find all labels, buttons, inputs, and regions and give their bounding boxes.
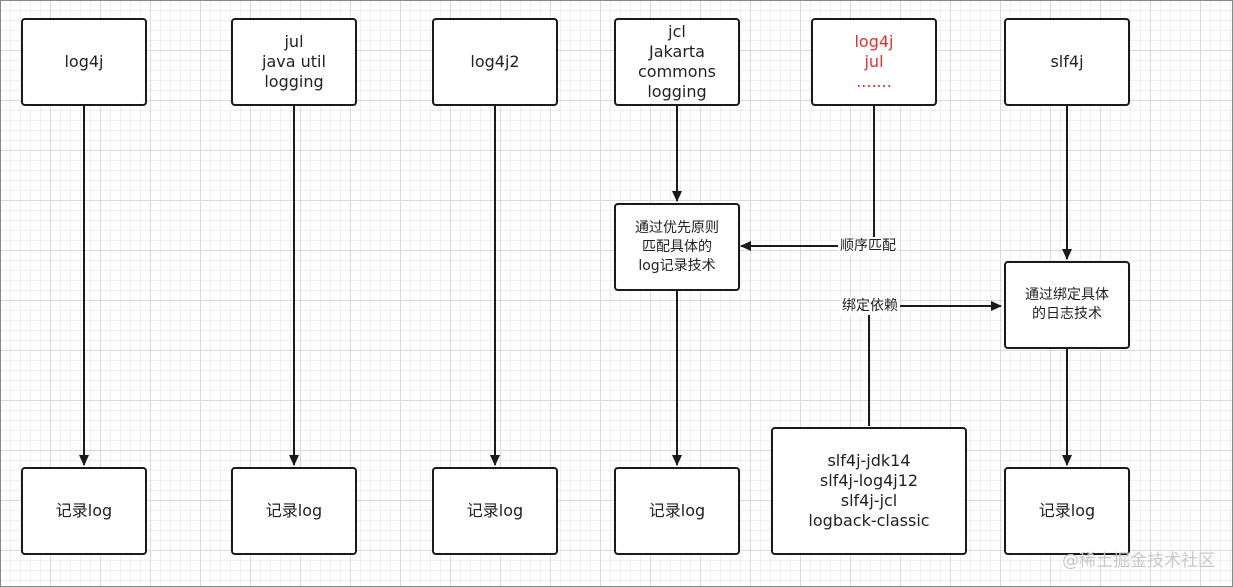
jul-box: jul java util logging: [231, 18, 357, 106]
jcl-priority-match-box: 通过优先原则 匹配具体的 log记录技术: [614, 203, 740, 291]
binding-dependency-label: 绑定依赖: [840, 297, 900, 315]
jcl-label-line3: commons: [637, 62, 717, 81]
jul-label-line1: jul: [284, 32, 304, 51]
jcl-label-line2: Jakarta: [649, 42, 705, 61]
slf4j-binding-libs-box: slf4j-jdk14 slf4j-log4j12 slf4j-jcl logb…: [771, 427, 967, 555]
record-log-box-jul: 记录log: [231, 467, 357, 555]
binding-lib-jdk14: slf4j-jdk14: [827, 451, 911, 470]
binding-lib-log4j12: slf4j-log4j12: [819, 471, 919, 490]
slf4j-box: slf4j: [1004, 18, 1130, 106]
jcl-match-line2: 匹配具体的: [642, 238, 712, 255]
log4j-label: log4j: [64, 52, 104, 71]
jcl-match-line1: 通过优先原则: [635, 219, 719, 236]
slf4j-label: slf4j: [1050, 52, 1084, 71]
log4j2-box: log4j2: [432, 18, 558, 106]
jul-label-line3: logging: [264, 72, 324, 91]
jcl-label-line1: jcl: [668, 22, 686, 41]
jcl-box: jcl Jakarta commons logging: [614, 18, 740, 106]
edge-order-match: [740, 106, 875, 251]
log4j-jul-etc-line2: jul: [864, 52, 884, 71]
record-log-label: 记录log: [466, 501, 524, 520]
jcl-label-line4: logging: [647, 82, 707, 101]
log4j-jul-etc-line3: .......: [856, 72, 892, 91]
record-log-box-slf4j: 记录log: [1004, 467, 1130, 555]
jul-label-line2: java util: [262, 52, 326, 71]
order-match-label: 顺序匹配: [838, 237, 898, 255]
slf4j-bind-line1: 通过绑定具体: [1025, 287, 1109, 303]
record-log-box-jcl: 记录log: [614, 467, 740, 555]
slf4j-binding-box: 通过绑定具体 的日志技术: [1004, 261, 1130, 349]
log4j-jul-etc-line1: log4j: [854, 32, 894, 51]
binding-lib-jcl: slf4j-jcl: [840, 491, 898, 510]
record-log-label: 记录log: [265, 501, 323, 520]
jcl-match-line3: log记录技术: [638, 257, 716, 274]
record-log-label: 记录log: [648, 501, 706, 520]
log4j-jul-etc-box: log4j jul .......: [811, 18, 937, 106]
edge-binding-dependency: [868, 301, 1002, 426]
watermark: @稀土掘金技术社区: [1062, 551, 1215, 571]
record-log-box-log4j2: 记录log: [432, 467, 558, 555]
record-log-box-log4j: 记录log: [21, 467, 147, 555]
record-log-label: 记录log: [55, 501, 113, 520]
binding-lib-logback: logback-classic: [808, 511, 930, 530]
record-log-label: 记录log: [1038, 501, 1096, 520]
log4j-box: log4j: [21, 18, 147, 106]
slf4j-bind-line2: 的日志技术: [1032, 306, 1102, 322]
log4j2-label: log4j2: [470, 52, 520, 71]
